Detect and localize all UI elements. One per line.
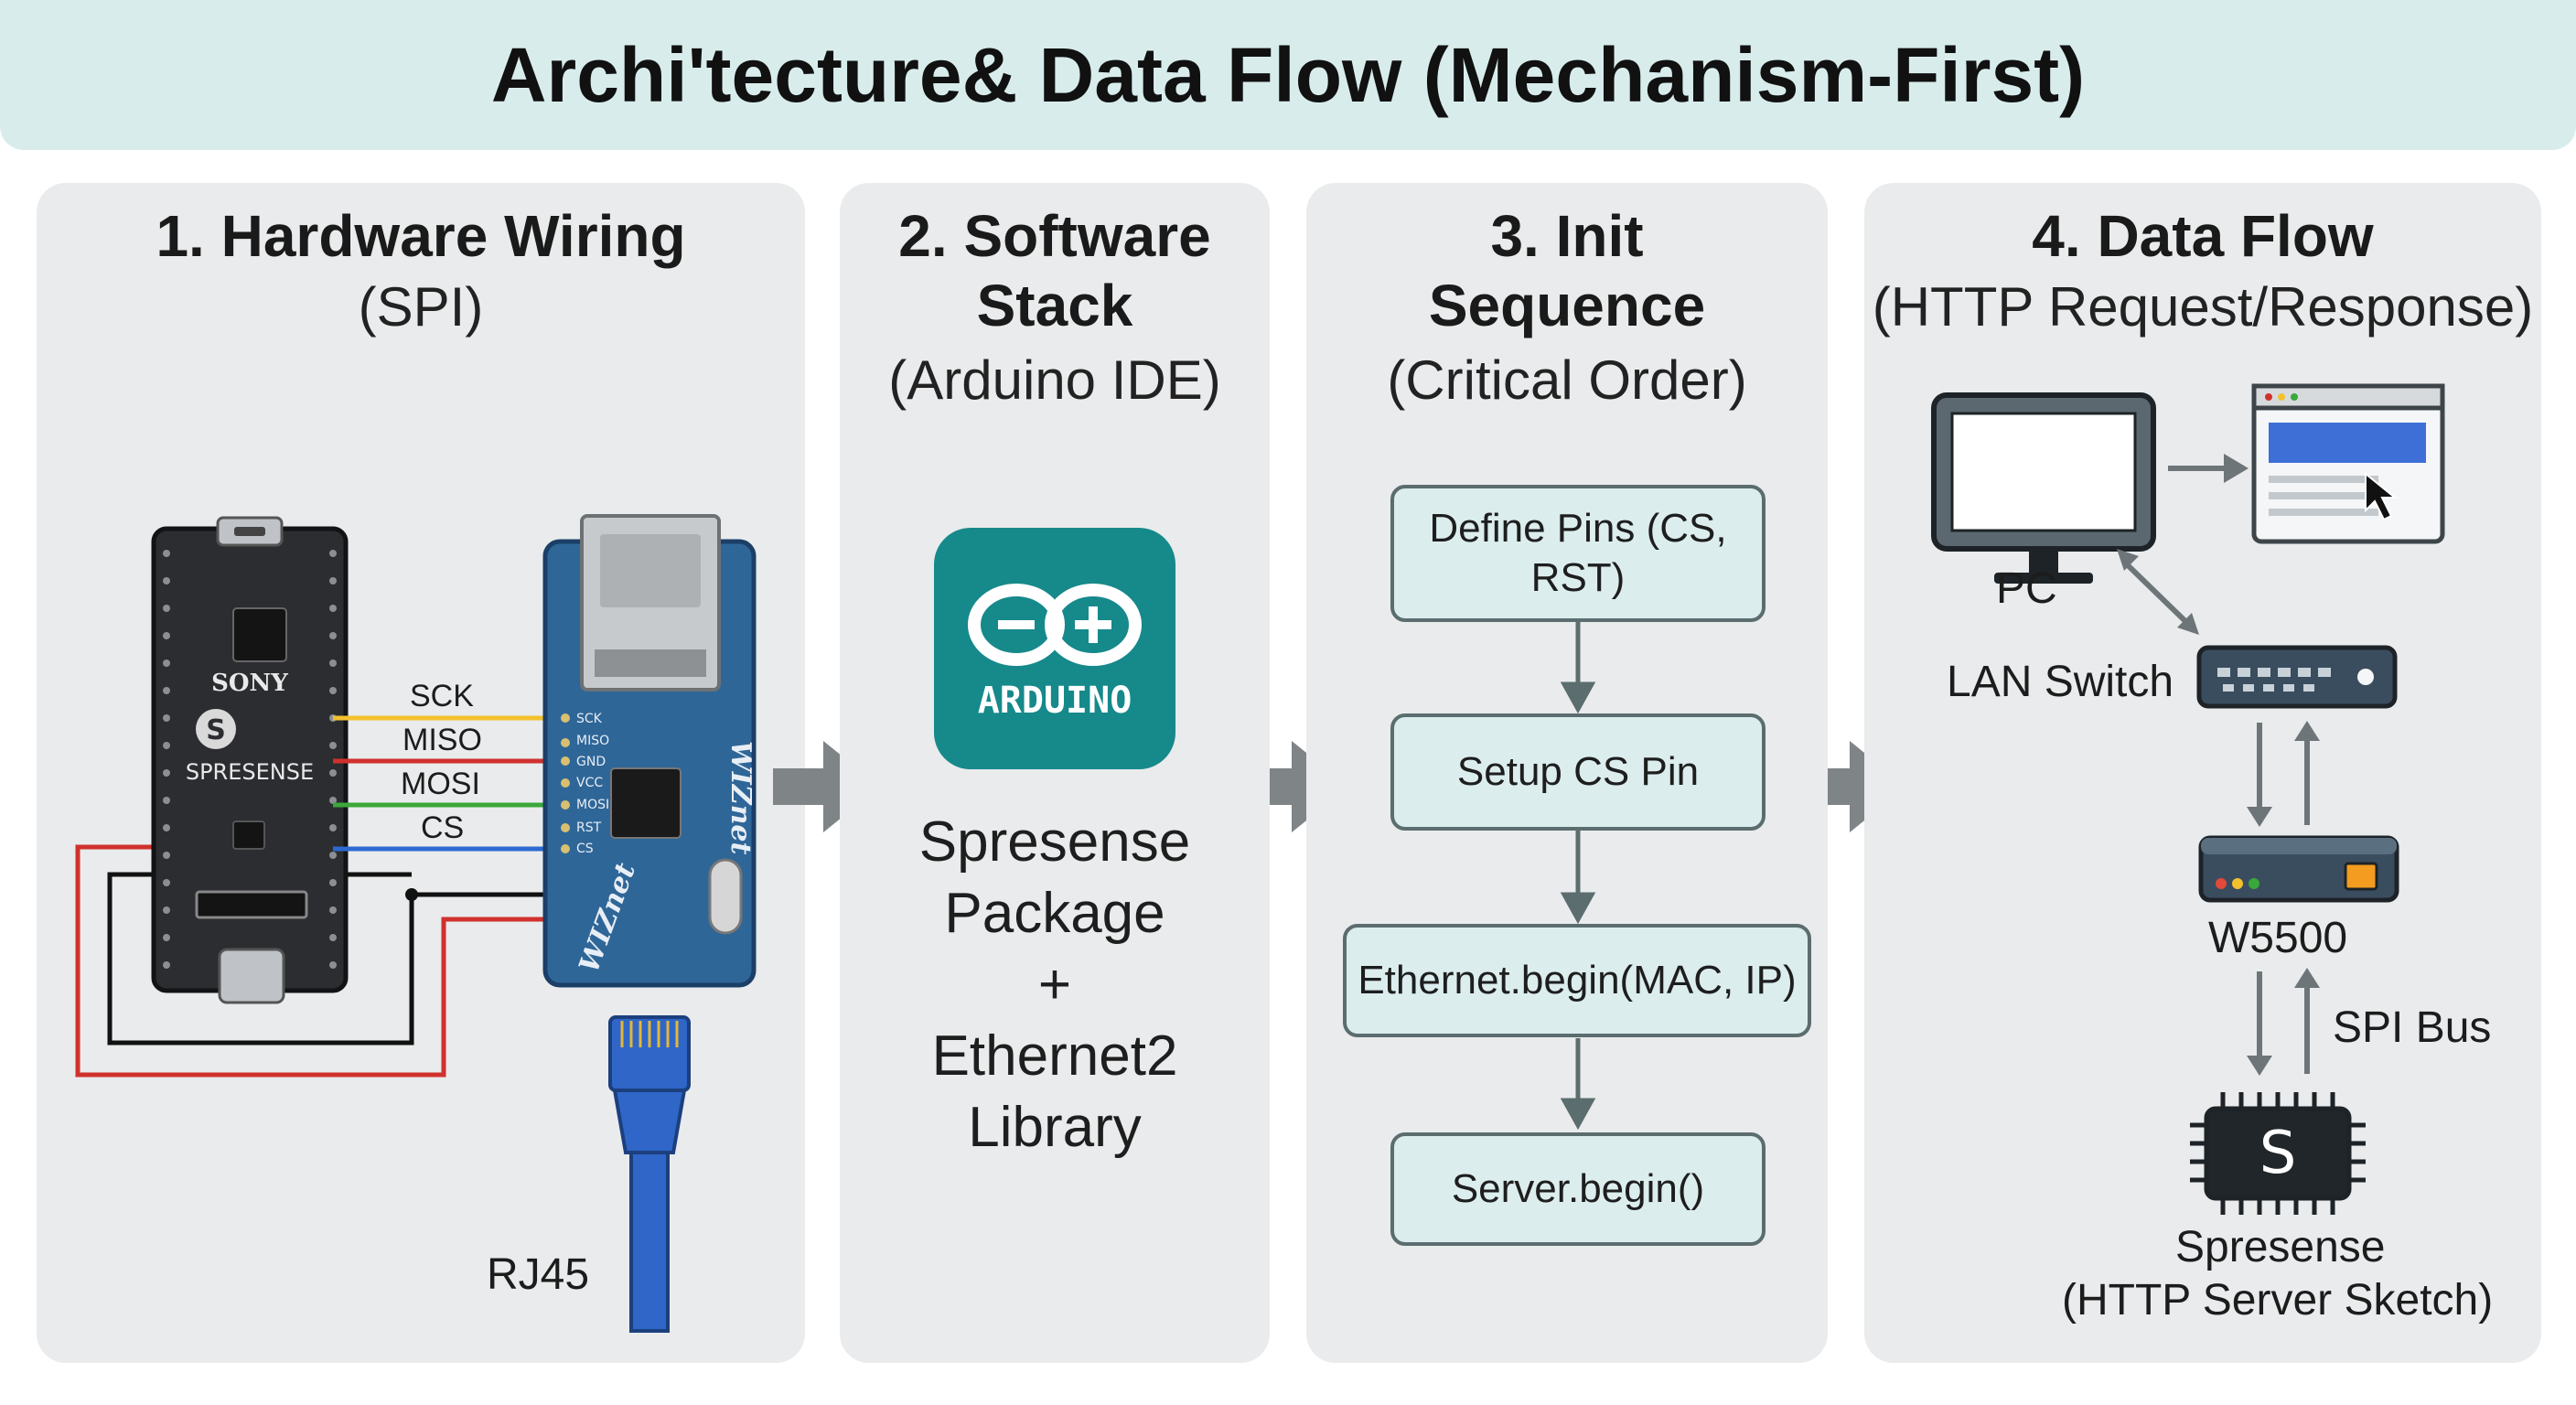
module-chip	[610, 767, 682, 839]
init-step-server-begin: Server.begin()	[1390, 1132, 1766, 1246]
init-step-setup-cs: Setup CS Pin	[1390, 713, 1766, 831]
stack-line-4: Ethernet2	[931, 1024, 1178, 1088]
lan-switch-label: LAN Switch	[1947, 658, 2174, 706]
w5500-label: W5500	[2208, 914, 2348, 962]
title-banner	[0, 0, 2576, 150]
panel-subtitle: (Arduino IDE)	[888, 349, 1221, 411]
dataflow-diagram: S	[1931, 383, 2445, 1215]
usb-port-bottom	[218, 948, 285, 1004]
stack-line-2: Package	[944, 882, 1165, 945]
rj45-label: RJ45	[487, 1250, 590, 1299]
w5500-device-icon	[2198, 835, 2399, 903]
spresense-chip-icon	[2190, 1092, 2366, 1215]
init-flow-connectors	[1560, 620, 1596, 1131]
svg-text:S: S	[206, 714, 226, 746]
panel-subtitle: (Critical Order)	[1387, 349, 1747, 411]
svg-text:RST: RST	[576, 820, 602, 835]
panel-title: 1. Hardware Wiring	[156, 203, 686, 269]
spresense-label: Spresense	[2175, 1223, 2386, 1271]
svg-text:GND: GND	[576, 755, 606, 769]
wiring-diagram: SONY S SPRESENSE SCKMISOGNDVCCMOSIRSTCS …	[75, 514, 757, 1333]
panel-subtitle: (HTTP Request/Response)	[1872, 276, 2534, 338]
svg-text:MOSI: MOSI	[576, 798, 609, 812]
pc-label: PC	[1996, 564, 2057, 613]
board-name: SPRESENSE	[186, 759, 314, 785]
panel-title-line1: 3. Init	[1490, 203, 1644, 269]
panel-software-stack: 2. Software Stack (Arduino IDE) ARDUINO …	[840, 183, 1270, 1363]
monitor-icon	[1931, 392, 2156, 584]
signal-label-cs: CS	[421, 810, 465, 845]
init-step-define-pins: Define Pins (CS, RST)	[1390, 485, 1766, 622]
svg-text:S: S	[2259, 1120, 2297, 1187]
spi-bus-label: SPI Bus	[2333, 1003, 2492, 1052]
svg-text:CS: CS	[576, 842, 594, 856]
cursor-icon	[2365, 471, 2398, 521]
page-title: Archi'tecture& Data Flow (Mechanism-Firs…	[490, 31, 2086, 118]
lan-switch-icon	[2196, 645, 2398, 709]
black-ground-wire	[107, 872, 553, 1046]
spresense-desc-label: (HTTP Server Sketch)	[2062, 1276, 2494, 1325]
svg-text:SCK: SCK	[576, 712, 603, 726]
board-brand: SONY	[211, 670, 288, 697]
arrow-icon	[773, 741, 880, 832]
arduino-logo: ARDUINO	[934, 528, 1175, 769]
init-step-ethernet-begin: Ethernet.begin(MAC, IP)	[1343, 924, 1811, 1037]
svg-text:VCC: VCC	[576, 776, 603, 790]
panel-title: 4. Data Flow	[2032, 203, 2374, 269]
red-power-wire	[75, 844, 553, 1078]
board-chip	[232, 607, 287, 662]
stack-line-1: Spresense	[918, 810, 1191, 874]
arrow-icon	[1241, 741, 1348, 832]
rj45-cable	[629, 1151, 670, 1333]
stack-line-3: +	[1037, 953, 1072, 1016]
module-brand: WIZnet	[724, 741, 757, 855]
panel-title-line1: 2. Software	[898, 203, 1211, 269]
svg-text:MISO: MISO	[576, 734, 609, 748]
arrow-icon	[1799, 741, 1906, 832]
panel-title-line2: Stack	[976, 273, 1133, 338]
infinity-icon	[968, 584, 1142, 666]
panel-subtitle: (SPI)	[358, 276, 484, 338]
signal-label-miso: MISO	[402, 723, 482, 757]
stack-line-5: Library	[968, 1096, 1142, 1159]
arduino-logo-text: ARDUINO	[977, 680, 1132, 722]
browser-window-icon	[2251, 383, 2445, 544]
panel-title-line2: Sequence	[1428, 273, 1706, 338]
signal-label-sck: SCK	[410, 679, 474, 713]
panel-data-flow: 4. Data Flow (HTTP Request/Response)	[1864, 183, 2541, 1363]
board-connector	[195, 890, 308, 919]
signal-label-mosi: MOSI	[401, 767, 480, 801]
spresense-logo-icon	[196, 709, 236, 749]
